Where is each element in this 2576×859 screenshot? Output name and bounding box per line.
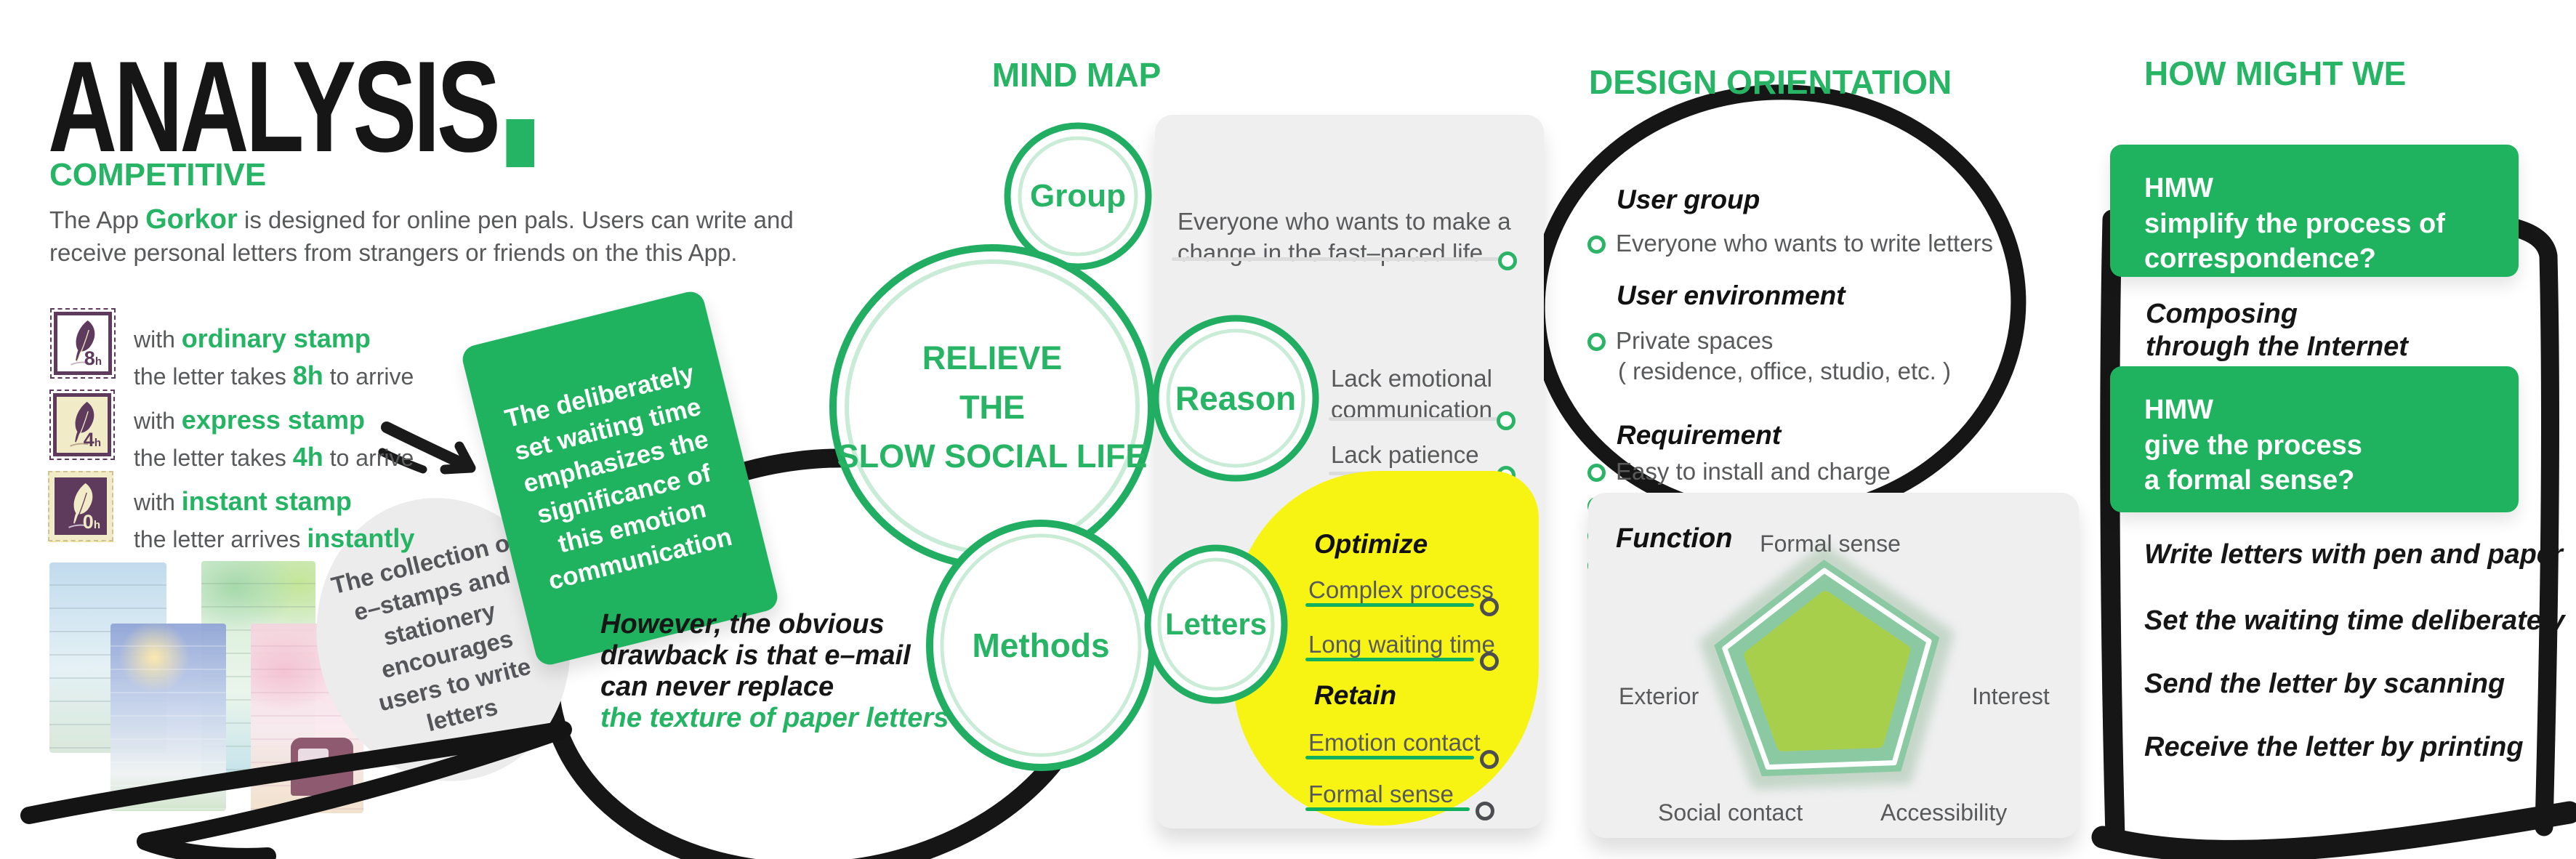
stamp-hours-badge: 4h: [83, 429, 101, 451]
ring-marker-icon: [1480, 652, 1499, 671]
stamp-frame: 4h: [53, 393, 111, 456]
requirement-title: Requirement: [1617, 420, 1782, 450]
node-label-reason: Reason: [1175, 379, 1297, 417]
node-label-center: RELIEVE THE SLOW SOCIAL LIFE: [837, 339, 1148, 475]
mindmap-heading: MIND MAP: [991, 56, 1162, 94]
competitive-heading: COMPETITIVE: [49, 157, 267, 193]
intro-post: is designed for online pen pals. Users c…: [49, 206, 794, 266]
radar-layer-inner: [1744, 591, 1911, 751]
reason-note: Lack patience: [1331, 441, 1479, 468]
retain-heading: Retain: [1314, 680, 1397, 710]
stamp-hours-badge: 8h: [84, 347, 102, 369]
stamp-frame: 8h: [54, 312, 112, 375]
stamp-ordinary-caption: with ordinary stamp the letter takes 8h …: [134, 323, 414, 391]
drawback-line: can never replace: [600, 671, 834, 702]
design-bullet-continuation: ( residence, office, studio, etc. ): [1618, 358, 1951, 384]
ring-marker-icon: [1476, 802, 1494, 820]
radar-title: Function: [1616, 523, 1733, 554]
ring-marker-icon: [1480, 597, 1499, 616]
hmw-note: Composing through the Internet: [2146, 299, 2408, 362]
ring-marker-icon: [1497, 411, 1516, 430]
bubble-letters: [1144, 544, 1288, 704]
stamp-frame: 0h: [55, 477, 107, 535]
bubble-reason: [1152, 315, 1319, 482]
design-bullet-row: Private spaces: [1587, 327, 1773, 355]
mindmap-bubbles: [829, 122, 1319, 771]
optimize-item: Long waiting time: [1308, 631, 1495, 658]
stamp-express: 4h: [49, 390, 115, 460]
feather-icon: [70, 401, 94, 447]
design-heading: DESIGN ORIENTATION: [1589, 63, 1952, 101]
waiting-time-note-text: The deliberately set waiting time emphas…: [502, 359, 735, 596]
node-label-group: Group: [1030, 178, 1126, 214]
retain-item-line: [1305, 807, 1470, 811]
drawback-line-green: the texture of paper letters: [600, 702, 949, 733]
retain-item: Formal sense: [1308, 781, 1454, 807]
hmw-box-2: HMW give the process a formal sense?: [2110, 366, 2519, 512]
brush-frame-icon: [2091, 209, 2576, 859]
radar-white-outline: [1722, 568, 1932, 770]
bubble-methods: [926, 520, 1156, 771]
circle-bullet-icon: [1587, 235, 1606, 254]
hmw-list-item: Receive the letter by printing: [2144, 732, 2524, 762]
hmw-box-1: HMW simplify the process of corresponden…: [2110, 145, 2519, 277]
stamp-hours-badge: 0h: [82, 511, 100, 533]
hmw-heading: HOW MIGHT WE: [2144, 55, 2407, 92]
design-bullet-row: Easy to install and charge: [1587, 458, 1891, 485]
page-title: ANALYSIS: [48, 42, 534, 172]
bubble-group: [1004, 122, 1152, 270]
page-title-text: ANALYSIS: [48, 34, 501, 179]
stamp-ordinary: 8h: [50, 308, 116, 379]
radar-label-exterior: Exterior: [1619, 683, 1699, 709]
competitive-intro: The App Gorkor is designed for online pe…: [49, 202, 820, 268]
circle-bullet-icon: [1587, 333, 1606, 351]
intro-pre: The App: [49, 206, 146, 233]
drawback-line: drawback is that e–mail: [600, 640, 911, 671]
optimize-item-line: [1305, 658, 1474, 661]
user-environment-title: User environment: [1617, 281, 1846, 310]
optimize-item: Complex process: [1308, 576, 1494, 603]
circle-bullet-icon: [1587, 464, 1606, 482]
retain-item: Emotion contact: [1308, 729, 1481, 756]
stamp-express-caption: with express stamp the letter takes 4h t…: [134, 405, 414, 472]
brand-name: Gorkor: [145, 204, 238, 235]
group-note-line: [1172, 257, 1502, 261]
group-note: Everyone who wants to make a change in t…: [1178, 208, 1511, 266]
stamp-instant: 0h: [48, 471, 113, 541]
retain-item-line: [1305, 756, 1474, 759]
hmw-list-item: Write letters with pen and paper: [2144, 539, 2563, 570]
node-label-letters: Letters: [1164, 607, 1268, 641]
feather-icon: [71, 320, 95, 366]
optimize-heading: Optimize: [1314, 529, 1428, 559]
user-group-title: User group: [1617, 185, 1760, 214]
radar-label-formal-sense: Formal sense: [1760, 531, 1901, 557]
brush-arrow-icon: [378, 422, 476, 475]
brush-swoosh-icon: [20, 721, 572, 859]
ring-marker-icon: [1498, 251, 1517, 270]
radar-panel: Function Formal sense Interest Accessibi…: [1588, 493, 2079, 838]
drawback-line: However, the obvious: [600, 609, 885, 640]
design-bullet-row: Everyone who wants to write letters: [1587, 230, 1993, 257]
optimize-item-line: [1305, 603, 1474, 607]
radar-label-social-contact: Social contact: [1658, 799, 1803, 826]
radar-chart: [1699, 544, 1955, 790]
stamp-instant-caption: with instant stamp the letter arrives in…: [134, 486, 415, 554]
ring-marker-icon: [1480, 750, 1499, 769]
reason-note: Lack emotional communication: [1331, 365, 1492, 423]
drawback-statement: However, the obvious drawback is that e–…: [600, 609, 949, 734]
title-period-square: [506, 119, 534, 167]
radar-label-accessibility: Accessibility: [1880, 799, 2008, 826]
hmw-list-item: Set the waiting time deliberately: [2144, 605, 2565, 636]
node-label-methods: Methods: [972, 626, 1110, 664]
hmw-list-item: Send the letter by scanning: [2144, 669, 2505, 699]
feather-icon: [68, 483, 93, 528]
reason-note-line: [1329, 417, 1499, 421]
radar-label-interest: Interest: [1972, 683, 2050, 709]
